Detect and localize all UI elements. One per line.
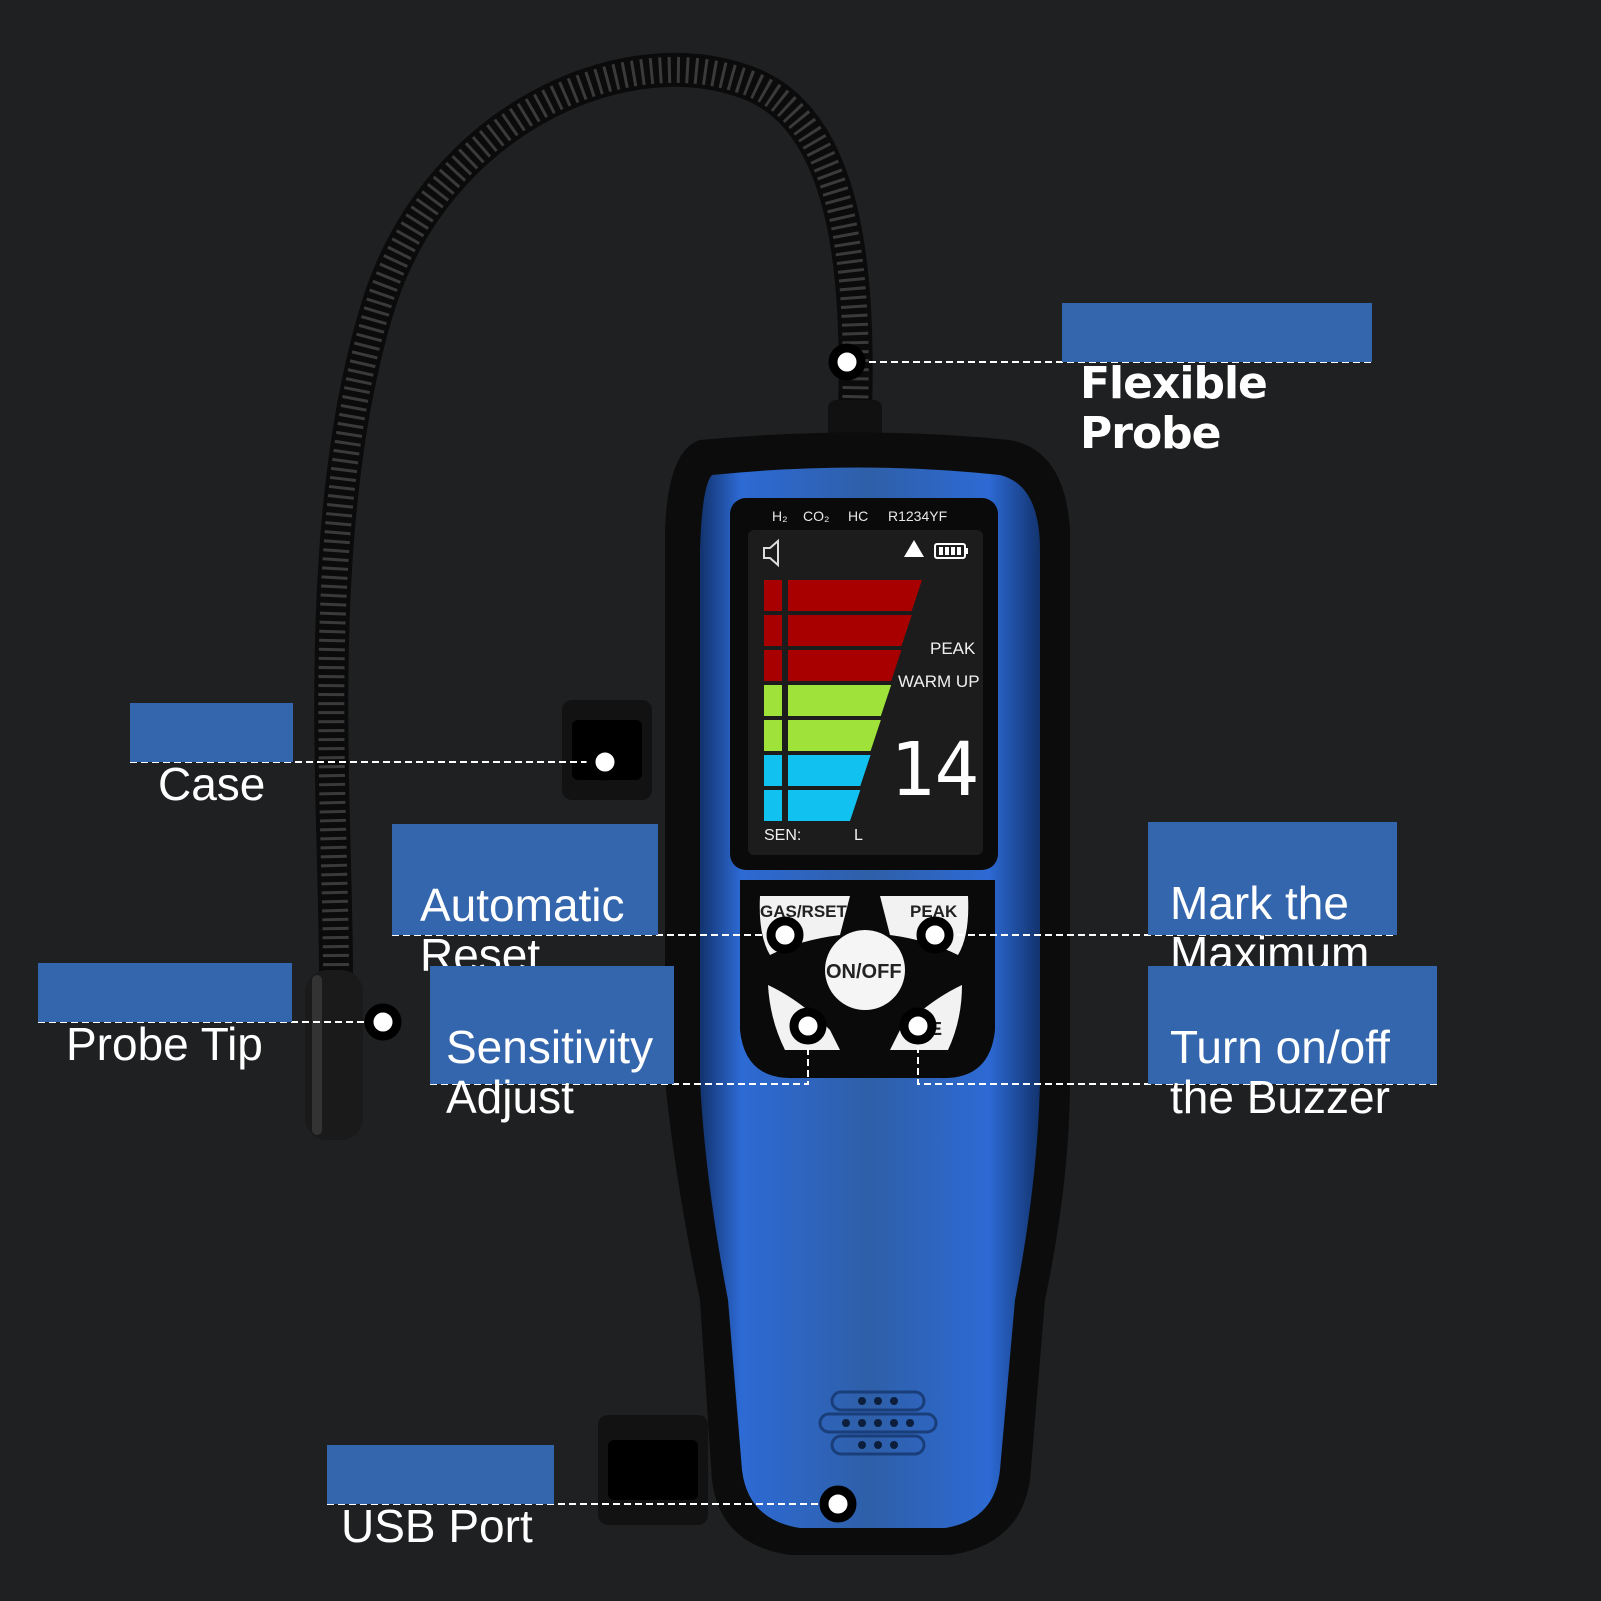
mark-maximum-label: Mark the Maximum	[1148, 822, 1397, 978]
buzzer-text: Turn on/off the Buzzer	[1170, 1021, 1390, 1123]
svg-text:ON/OFF: ON/OFF	[826, 961, 902, 983]
level-bar-stub	[764, 650, 782, 681]
usb-port-text: USB Port	[341, 1500, 533, 1552]
level-bars	[764, 580, 922, 821]
warning-triangle-icon	[904, 540, 924, 557]
mark-maximum-text: Mark the Maximum	[1170, 877, 1370, 979]
sensitivity-adjust-text: Sensitivity Adjust	[446, 1021, 654, 1123]
leader-lines	[38, 361, 1437, 1505]
gas-label-co2: CO₂	[803, 508, 829, 524]
speaker-icon	[763, 538, 779, 568]
flexible-probe-text: Flexible Probe	[1080, 358, 1268, 459]
level-bar-stub	[764, 790, 782, 821]
reading-value: 14	[890, 727, 979, 813]
level-bar	[788, 790, 861, 821]
flexible-probe-label: Flexible Probe	[1062, 303, 1372, 459]
gas-label-h2: H₂	[772, 508, 788, 524]
on-off-button[interactable]: ON/OFF	[825, 930, 905, 1010]
level-bar-stub	[764, 755, 782, 786]
case-label: Case	[130, 703, 293, 809]
case-text: Case	[158, 758, 266, 810]
level-bar	[788, 755, 871, 786]
level-bar-stub	[764, 685, 782, 716]
level-bar	[788, 720, 881, 751]
sen-value: L	[854, 827, 863, 844]
peak-indicator: PEAK	[930, 639, 976, 658]
probe-tip-text: Probe Tip	[66, 1018, 263, 1070]
sen-label: SEN:	[764, 827, 801, 844]
battery-icon	[934, 543, 968, 559]
probe-coil-texture	[318, 56, 869, 976]
speaker-grille	[818, 1390, 938, 1456]
svg-text:GAS/RSET: GAS/RSET	[760, 902, 848, 921]
gas-label-r1234yf: R1234YF	[888, 508, 947, 524]
usb-port-label: USB Port	[327, 1445, 554, 1551]
level-bar	[788, 685, 892, 716]
level-bar	[788, 650, 902, 681]
sensitivity-adjust-label: Sensitivity Adjust	[430, 966, 674, 1122]
level-bar-stub	[764, 580, 782, 611]
buzzer-label: Turn on/off the Buzzer	[1148, 966, 1437, 1122]
level-bar-stub	[764, 615, 782, 646]
warmup-indicator: WARM UP	[898, 672, 980, 691]
gas-label-hc: HC	[848, 508, 868, 524]
level-bar-stub	[764, 720, 782, 751]
callout-markers	[364, 343, 954, 1523]
level-bar	[788, 615, 912, 646]
svg-text:PEAK: PEAK	[910, 902, 958, 921]
probe-tip-label: Probe Tip	[38, 963, 292, 1069]
automatic-reset-label: Automatic Reset	[392, 824, 658, 980]
level-bar	[788, 580, 922, 611]
automatic-reset-text: Automatic Reset	[420, 879, 625, 981]
